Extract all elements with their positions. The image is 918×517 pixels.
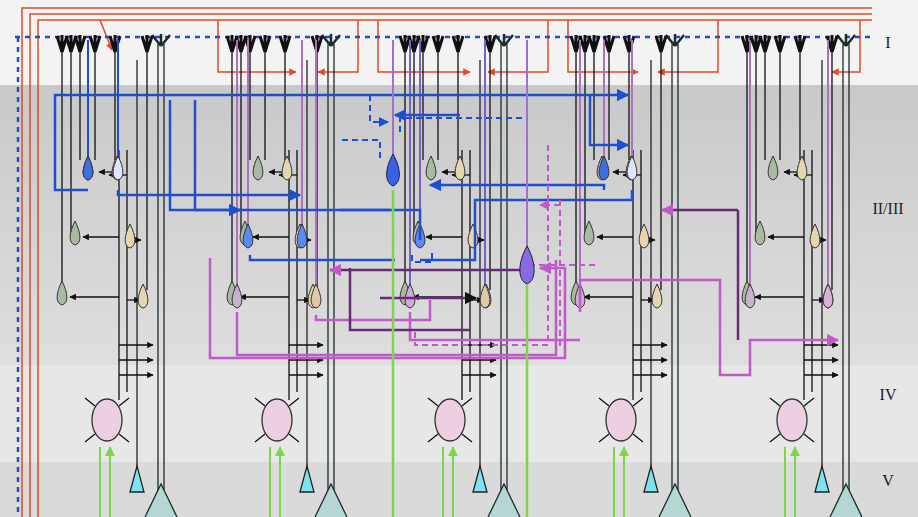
layer-label: I	[885, 35, 890, 51]
layer-label: II/III	[872, 201, 903, 217]
layer-label: IV	[880, 387, 897, 403]
layer-label: V	[882, 473, 894, 489]
